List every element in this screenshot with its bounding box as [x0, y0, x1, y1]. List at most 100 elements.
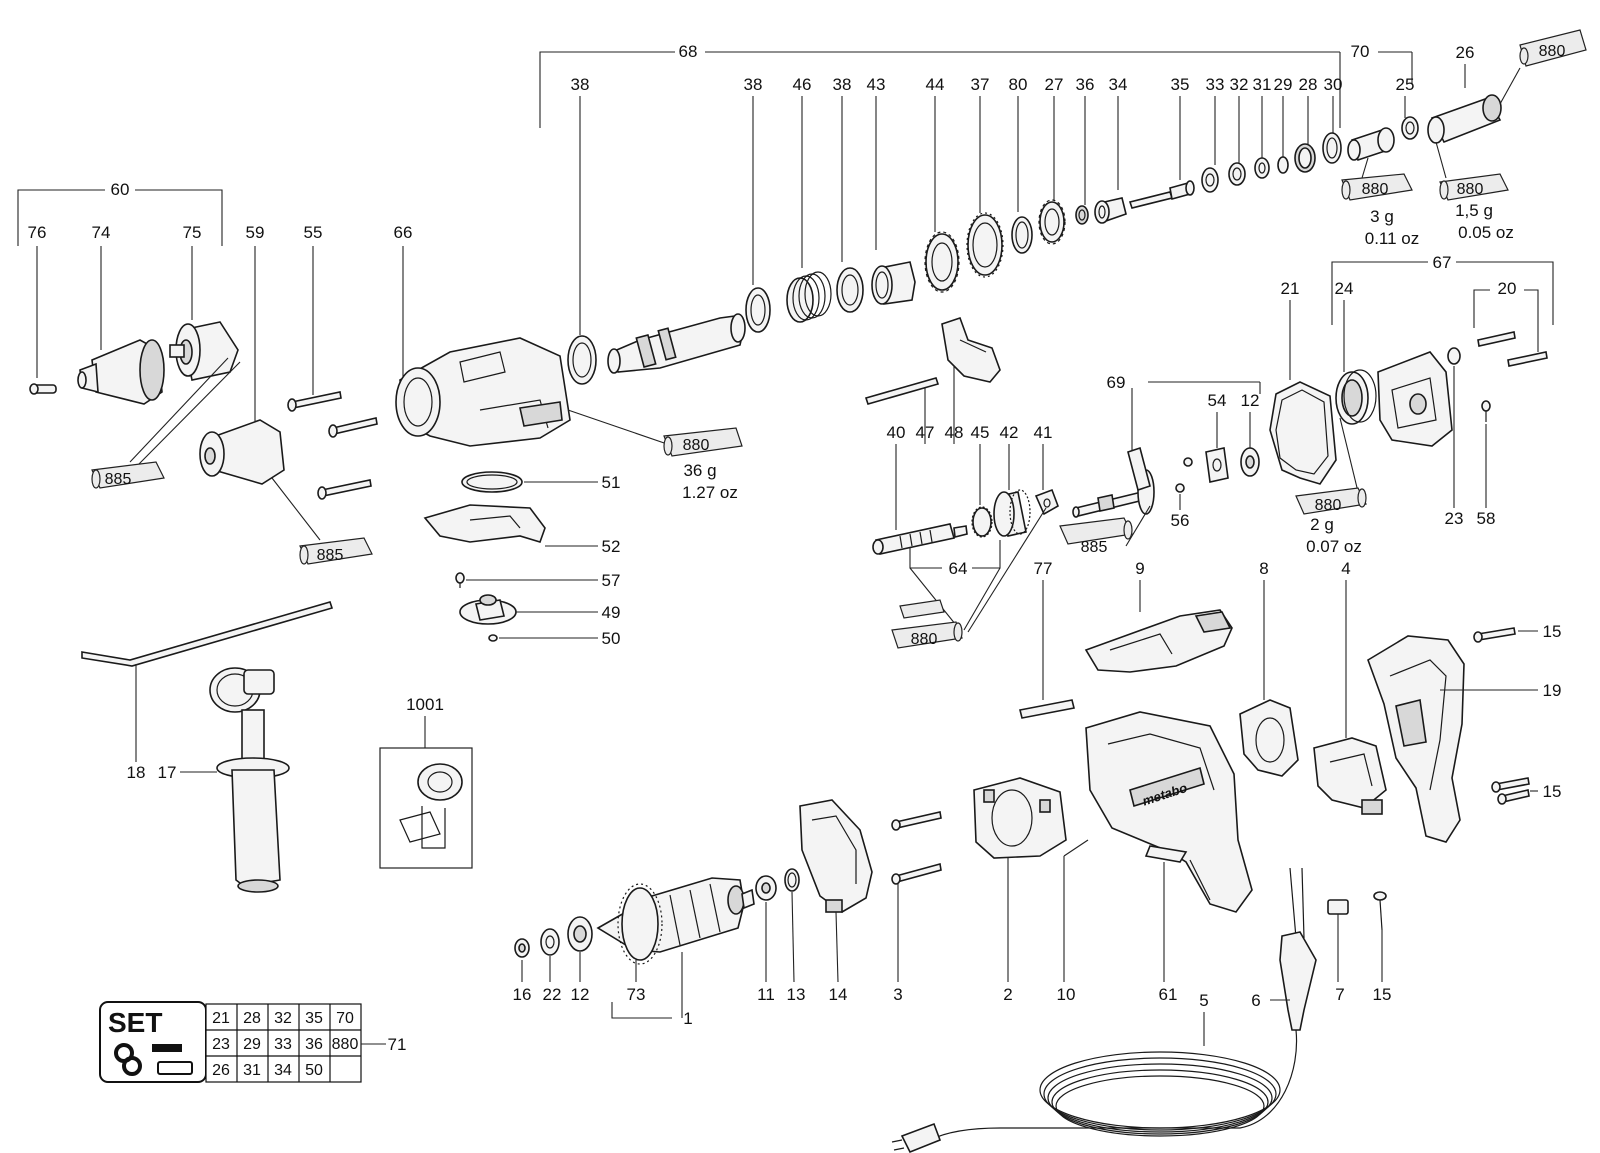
side-handle-17: 17	[158, 667, 290, 893]
spindle-68	[607, 313, 746, 374]
label-60: 60	[111, 180, 130, 199]
label-15: 15	[1543, 622, 1562, 641]
quantity-1-5g: 1,5 g	[1455, 201, 1493, 220]
set-cell: 36	[305, 1036, 323, 1053]
label-46: 46	[793, 75, 812, 94]
screw-57: 57	[455, 571, 621, 590]
label-4: 4	[1341, 559, 1350, 578]
label-37: 37	[971, 75, 990, 94]
sleeve-43	[871, 261, 916, 305]
tube-label-880: 880	[1362, 181, 1389, 198]
washer-38	[836, 267, 864, 313]
label-70: 70	[1351, 42, 1370, 61]
lubricant-880-gears: 880	[891, 599, 963, 649]
shaft-40	[872, 523, 968, 555]
screw-76	[29, 383, 57, 395]
set-cell: 34	[274, 1062, 292, 1079]
label-1001: 1001	[406, 695, 444, 714]
clamp-7: 7	[1327, 899, 1349, 1004]
label-3: 3	[893, 985, 902, 1004]
label-52: 52	[602, 537, 621, 556]
handle-housing-19: 19	[1367, 635, 1561, 843]
set-cell: 31	[243, 1062, 261, 1079]
label-50: 50	[602, 629, 621, 648]
tube-label-885: 885	[317, 547, 344, 564]
label-49: 49	[602, 603, 621, 622]
label-45: 45	[971, 423, 990, 442]
lubricant-880-housing: 880 36 g 1.27 oz	[567, 409, 743, 502]
ring-25	[1401, 116, 1419, 140]
tube-label-880: 880	[1315, 497, 1342, 514]
left-leaders	[36, 246, 404, 428]
label-58: 58	[1477, 509, 1496, 528]
set-title: SET	[108, 1007, 162, 1038]
middle-leaders	[895, 365, 1044, 530]
label-77: 77	[1034, 559, 1053, 578]
screws-15-upper: 15	[1473, 622, 1562, 643]
label-22: 22	[543, 985, 562, 1004]
label-20: 20	[1498, 279, 1517, 298]
quantity-011oz: 0.11 oz	[1365, 229, 1420, 248]
label-15: 15	[1373, 985, 1392, 1004]
label-plate-61: 61	[1144, 845, 1188, 1004]
label-73: 73	[627, 985, 646, 1004]
bracket-69: 69	[1107, 373, 1261, 452]
label-11: 11	[757, 985, 775, 1004]
chuck-74	[77, 339, 165, 405]
gear-45	[971, 506, 993, 538]
label-56: 56	[1171, 511, 1190, 530]
washer-54	[1205, 447, 1229, 483]
set-cell: 23	[212, 1036, 230, 1053]
gasket-21	[1269, 381, 1337, 485]
tube-label-885: 885	[1081, 539, 1108, 556]
label-76: 76	[28, 223, 47, 242]
label-55: 55	[304, 223, 323, 242]
label-40: 40	[887, 423, 906, 442]
bearing-12b: 12	[567, 916, 593, 1004]
tube-label-880: 880	[683, 437, 710, 454]
oring-51: 51	[461, 471, 621, 493]
label-57: 57	[602, 571, 621, 590]
label-74: 74	[92, 223, 111, 242]
set-cell: 33	[274, 1036, 292, 1053]
label-5: 5	[1199, 991, 1208, 1010]
label-41: 41	[1034, 423, 1053, 442]
lubricant-885-shaft: 885	[1059, 505, 1151, 556]
screw-58: 58	[1477, 400, 1496, 528]
spring-46	[786, 271, 832, 323]
label-66: 66	[394, 223, 413, 242]
cylinder-26	[1427, 94, 1502, 144]
label-51: 51	[602, 473, 621, 492]
bushing-34	[1094, 197, 1127, 224]
armature-1: 73 1	[596, 877, 755, 1028]
label-75: 75	[183, 223, 202, 242]
lubricant-880-bearing: 880 2 g 0.07 oz	[1295, 417, 1367, 556]
label-31: 31	[1253, 75, 1272, 94]
tube-label-880: 880	[911, 631, 938, 648]
top-leaders	[579, 64, 1466, 335]
gear-housing-66	[395, 337, 571, 447]
bracket-64: 64	[909, 507, 1047, 633]
label-26: 26	[1456, 43, 1475, 62]
bearing-cover-67	[1377, 351, 1453, 447]
power-cord-5: 5	[891, 991, 1298, 1153]
motor-housing-10: metabo 10	[1057, 711, 1253, 1004]
knob-49: 49	[459, 594, 621, 625]
ring-29	[1277, 156, 1289, 174]
screws-15-lower: 15	[1491, 777, 1561, 805]
set-cell: 50	[305, 1062, 323, 1079]
ring-30	[1322, 132, 1342, 164]
label-38: 38	[571, 75, 590, 94]
label-8: 8	[1259, 559, 1268, 578]
quantity-2g: 2 g	[1310, 515, 1334, 534]
ring-13: 13	[784, 868, 805, 1004]
label-28: 28	[1299, 75, 1318, 94]
gear-42	[993, 489, 1031, 537]
set-cell: 28	[243, 1010, 261, 1027]
pin-47	[864, 377, 940, 405]
label-17: 17	[158, 763, 177, 782]
part-23: 23	[1445, 347, 1463, 528]
set-cell: 880	[332, 1036, 359, 1053]
lubricant-880-cylinder: 880 1,5 g 0.05 oz	[1435, 141, 1514, 242]
